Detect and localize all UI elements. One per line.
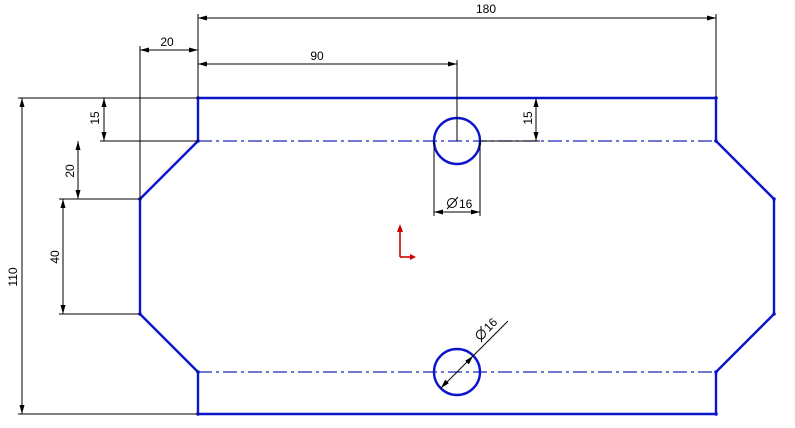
dim-hole-bottom-diameter[interactable]: 16 [472, 315, 500, 343]
bottom-hole[interactable] [432, 347, 482, 397]
dimension-arrowheads [19, 15, 716, 414]
dim-chamfer-offset-x[interactable]: 20 [160, 35, 174, 49]
dimension-labels: 180 90 20 110 15 20 40 15 16 16 [6, 2, 535, 343]
vertex-point[interactable] [714, 139, 718, 143]
dim-top-edge-to-centerline[interactable]: 15 [88, 111, 102, 125]
dimension-lines [18, 14, 717, 415]
dim-chamfer-drop[interactable]: 20 [63, 164, 77, 178]
vertex-point[interactable] [196, 370, 200, 374]
outline-polygon[interactable] [138, 96, 776, 416]
vertex-point[interactable] [714, 370, 718, 374]
vertex-point[interactable] [772, 312, 776, 316]
part-outline [138, 96, 776, 416]
dim-hole-offset-x[interactable]: 90 [310, 49, 324, 63]
centerlines [198, 140, 716, 373]
origin-axes-icon [397, 224, 416, 260]
dim-hole-top-diameter[interactable]: 16 [446, 196, 473, 211]
dim-hole-top-offset[interactable]: 15 [521, 111, 535, 125]
holes [432, 116, 482, 397]
vertex-point[interactable] [772, 197, 776, 201]
dim-overall-width[interactable]: 180 [476, 2, 496, 16]
dim-hole-top-diameter-value: 16 [459, 197, 473, 211]
sketch-points [138, 96, 776, 416]
diameter-symbol [475, 325, 486, 343]
dim-left-side-length[interactable]: 40 [48, 250, 62, 264]
vertex-point[interactable] [714, 412, 718, 416]
dim-overall-height[interactable]: 110 [6, 267, 20, 286]
hole-center-marks [452, 140, 462, 373]
diameter-symbol [446, 196, 459, 210]
